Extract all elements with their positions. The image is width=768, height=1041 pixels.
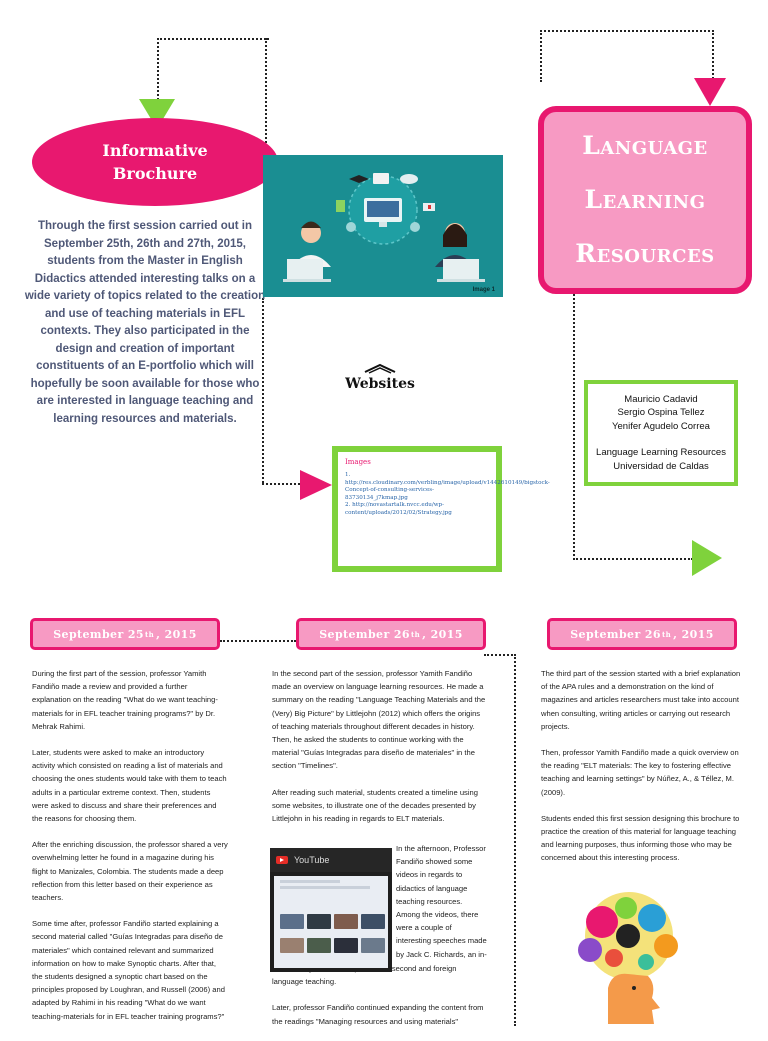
book-icon xyxy=(364,363,396,374)
dotted-connector xyxy=(265,38,277,178)
paragraph: Then, professor Yamith Fandiño made a qu… xyxy=(541,748,739,797)
brochure-title: Informative Brochure xyxy=(32,118,278,206)
video-thumbnail xyxy=(280,914,304,929)
paragraph: Later, students were asked to make an in… xyxy=(32,748,227,824)
green-arrow-icon xyxy=(692,540,722,576)
consulting-illustration-graphic xyxy=(283,173,485,282)
paragraph: After the enriching discussion, the prof… xyxy=(32,840,228,903)
session-column-1: During the first part of the session, pr… xyxy=(32,667,228,1036)
image-link[interactable]: 2. http://novastartalk.nvcc.edu/wp-conte… xyxy=(345,502,452,516)
session-column-2-wrap: In the afternoon, Professor Fandiño show… xyxy=(396,842,488,974)
video-thumbnail xyxy=(334,938,358,953)
document-icon xyxy=(336,200,345,212)
date-suffix: th xyxy=(144,629,155,639)
paragraph: The third part of the session started wi… xyxy=(541,669,741,731)
course-title-line: Language xyxy=(582,131,708,160)
session-column-2: In the second part of the session, profe… xyxy=(272,667,486,838)
dotted-connector xyxy=(220,640,296,644)
images-title: Images xyxy=(345,458,371,466)
video-thumbnail xyxy=(307,938,331,953)
paragraph: Some time after, professor Fandiño start… xyxy=(32,919,225,1021)
video-thumbnail xyxy=(361,938,385,953)
pen-icon xyxy=(423,203,435,211)
youtube-screenshot: YouTube xyxy=(270,848,392,972)
paragraph: During the first part of the session, pr… xyxy=(32,669,218,731)
session-column-3: The third part of the session started wi… xyxy=(541,667,741,878)
paragraph: Later, professor Fandiño continued expan… xyxy=(272,1003,484,1026)
course-title-line: Learning xyxy=(584,185,706,214)
course-name: Language Learning Resources xyxy=(596,447,726,459)
intro-paragraph: Through the first session carried out in… xyxy=(24,220,266,425)
video-icon xyxy=(373,173,389,184)
dotted-connector xyxy=(540,30,714,82)
date-year: , 2015 xyxy=(156,627,197,641)
date-year: , 2015 xyxy=(422,627,463,641)
student-avatar-icon xyxy=(435,223,485,282)
video-thumbnail xyxy=(361,914,385,929)
image-caption: Image 1 xyxy=(472,287,495,293)
paragraph: Students ended this first session design… xyxy=(541,813,740,863)
author-name: Yenifer Agudelo Correa xyxy=(612,420,710,432)
dotted-connector xyxy=(262,298,266,483)
websites-heading: Websites xyxy=(330,362,430,392)
websites-label: Websites xyxy=(345,376,415,392)
image-link[interactable]: 1. http://res.cloudinary.com/verbling/im… xyxy=(345,472,550,501)
author-name: Mauricio Cadavid xyxy=(624,393,698,405)
magenta-arrow-icon xyxy=(300,470,332,500)
date-suffix: th xyxy=(661,629,672,639)
date-year: , 2015 xyxy=(673,627,714,641)
graduation-cap-icon xyxy=(349,175,369,183)
paragraph: In the afternoon, Professor Fandiño show… xyxy=(396,844,487,959)
date-suffix: th xyxy=(410,629,421,639)
magenta-arrow-icon xyxy=(694,78,726,106)
dotted-connector xyxy=(573,558,693,562)
teacher-avatar-icon xyxy=(283,221,331,282)
video-grid xyxy=(274,876,388,968)
dotted-connector xyxy=(262,483,312,487)
course-title-line: Resources xyxy=(575,239,715,268)
video-thumbnail xyxy=(307,914,331,929)
paragraph: In the second part of the session, profe… xyxy=(272,669,486,771)
brain-head-graphic xyxy=(578,892,678,1024)
video-thumbnail xyxy=(334,914,358,929)
date-text: September 26 xyxy=(319,627,410,641)
author-name: Sergio Ospina Tellez xyxy=(617,407,705,419)
dotted-connector xyxy=(573,282,577,560)
dotted-connector xyxy=(157,38,269,100)
youtube-label: YouTube xyxy=(294,855,330,865)
colorful-brain-illustration xyxy=(556,892,702,1024)
paragraph: After reading such material, students cr… xyxy=(272,787,478,824)
cloud-icon xyxy=(400,174,418,184)
authors-box: Mauricio Cadavid Sergio Ospina Tellez Ye… xyxy=(584,380,738,486)
course-title-box: Language Learning Resources xyxy=(538,106,752,294)
image-sources-box: Images 1. http://res.cloudinary.com/verb… xyxy=(332,446,550,572)
university-name: Universidad de Caldas xyxy=(613,460,709,472)
consulting-illustration: Image 1 xyxy=(263,155,503,297)
date-text: September 26 xyxy=(570,627,661,641)
video-thumbnail xyxy=(280,938,304,953)
dotted-connector xyxy=(484,654,516,1026)
session-column-2-continued: ternationally renowned specialist in sec… xyxy=(272,962,486,1041)
date-text: September 25 xyxy=(53,627,144,641)
youtube-logo-icon xyxy=(276,856,288,864)
